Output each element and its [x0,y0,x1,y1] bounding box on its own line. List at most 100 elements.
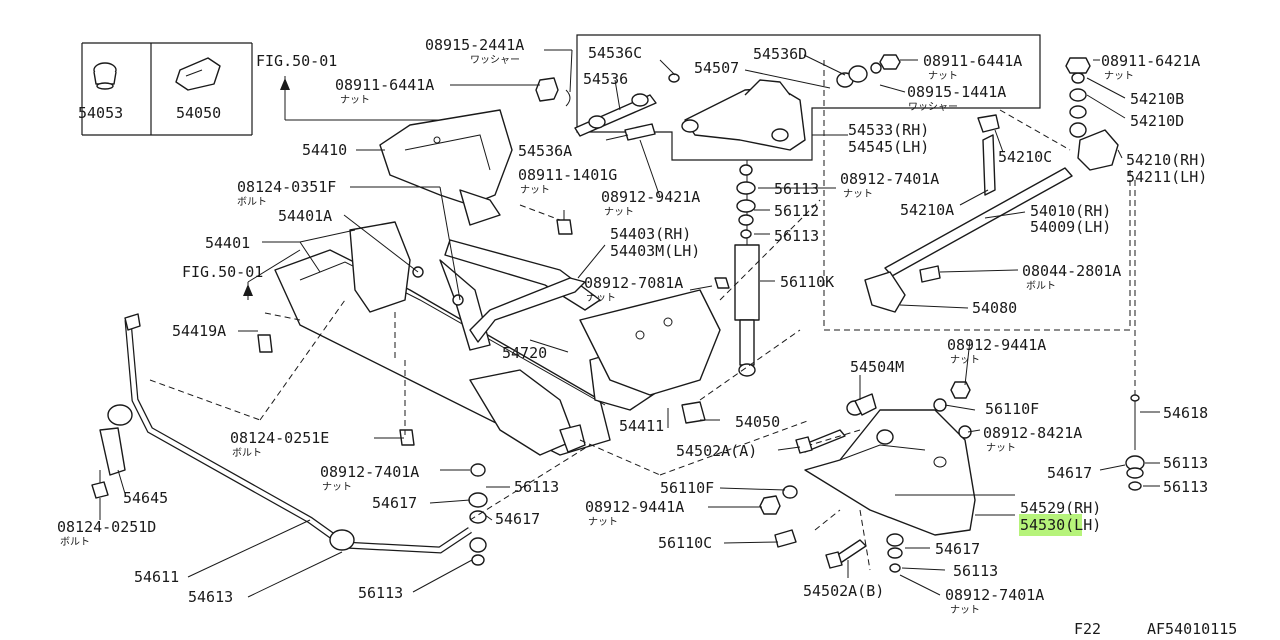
label-54533RH: 54533(RH) [848,121,929,139]
stabilizer-bushing-54613 [99,404,355,551]
inset-panel [81,42,253,136]
washer-08915-2441A [565,89,571,107]
footer-code: F22 [1074,620,1101,638]
bushing-54504M [846,393,877,416]
label-08912-9421A: 08912-9421A [601,188,700,206]
label-56110K: 56110K [780,273,834,291]
label-08912-8421A: 08912-8421A [983,424,1082,442]
label-washer-1: ワッシャー [470,55,520,66]
nut-08911-6441A [535,77,559,102]
label-54210C: 54210C [998,148,1052,166]
label-nut-b2: ナット [950,604,980,616]
fig-ref-1: FIG.50-01 [256,52,337,70]
tension-rod-54010 [884,57,1119,277]
label-56110F-right: 56110F [985,400,1039,418]
label-bolt-2: ボルト [1026,280,1056,292]
label-08044-2801A: 08044-2801A [1022,262,1121,280]
label-08124-0351F: 08124-0351F [237,178,336,196]
fig-ref-arrow-1 [280,76,445,121]
label-54419A: 54419A [172,322,226,340]
fig-ref-arrow-2 [243,249,301,300]
inset-label-54053: 54053 [78,104,123,122]
stabilizer-link-lower-right [886,533,904,573]
label-54410: 54410 [302,141,347,159]
label-08912-7401A-a: 08912-7401A [840,170,939,188]
label-54611: 54611 [134,568,179,586]
label-56110F-bottom: 56110F [660,479,714,497]
label-bolt-1: ボルト [237,196,267,208]
tension-rod-54403 [469,277,586,343]
label-08911-1401G: 08911-1401G [518,166,617,184]
bracket-54210A [977,114,1000,196]
assembly-dash-lines [149,60,1136,571]
label-08912-7401A-b: 08912-7401A [320,463,419,481]
label-54645: 54645 [123,489,168,507]
label-54210D: 54210D [1130,112,1184,130]
label-54080: 54080 [972,299,1017,317]
bracket-54080 [864,265,941,313]
label-nut-r3: ナット [950,354,980,366]
label-54720: 54720 [502,344,547,362]
label-54401A: 54401A [278,207,332,225]
label-54403MLH: 54403M(LH) [610,242,700,260]
label-nut-m1: ナット [520,184,550,196]
label-56113-d: 56113 [953,562,998,580]
lower-arm-54529 [804,409,976,536]
label-56112: 56112 [774,202,819,220]
label-56113-right-2: 56113 [1163,478,1208,496]
label-54536A: 54536A [518,142,572,160]
label-nut-b1: ナット [588,516,618,528]
label-56113-right-1: 56113 [1163,454,1208,472]
label-54502A-B: 54502A(B) [803,582,884,600]
label-54545LH: 54545(LH) [848,138,929,156]
label-56113-e: 56113 [358,584,403,602]
label-54536C: 54536C [588,44,642,62]
label-56113-b: 56113 [774,227,819,245]
mount-bracket-54410 [379,109,513,226]
label-nut-r4: ナット [986,442,1016,454]
label-08915-1441A: 08915-1441A [907,83,1006,101]
label-54536: 54536 [583,70,628,88]
label-54617-c: 54617 [935,540,980,558]
label-nut-m2: ナット [843,188,873,200]
shock-absorber-56110K [734,160,760,377]
bolt-08124-0251D [91,470,109,499]
label-nut-m3: ナット [604,206,634,218]
label-08124-0251E: 08124-0251E [230,429,329,447]
label-54617-right: 54617 [1047,464,1092,482]
label-08912-9441A-right: 08912-9441A [947,336,1046,354]
washers-lower-arm [759,381,972,548]
upper-arm-group-frame [576,34,1041,161]
label-54009LH: 54009(LH) [1030,218,1111,236]
lower-arm-bolt-54502A [795,429,867,569]
label-08912-9441A-bottom: 08912-9441A [585,498,684,516]
label-54613: 54613 [188,588,233,606]
label-54210B: 54210B [1130,90,1184,108]
label-08911-6421A: 08911-6421A [1101,52,1200,70]
label-washer-2: ワッシャー [908,102,958,113]
label-56113-c: 56113 [514,478,559,496]
clip-54053-icon [93,62,117,90]
fig-ref-2: FIG.50-01 [182,263,263,281]
inset-label-54050: 54050 [176,104,221,122]
frame-bolts [257,219,730,446]
label-54502A-A: 54502A(A) [676,442,757,460]
label-08911-6441A-left: 08911-6441A [335,76,434,94]
label-54411: 54411 [619,417,664,435]
upper-arm-54533 [681,79,806,151]
label-nut-l1: ナット [340,94,370,106]
bracket-54050-icon [175,57,221,91]
bushing-54507 [836,54,901,88]
label-bolt-3: ボルト [232,447,262,459]
label-08915-2441A: 08915-2441A [425,36,524,54]
label-nut-l2: ナット [322,481,352,493]
label-nut-m4: ナット [586,292,616,304]
crossmember-54401 [274,221,721,456]
label-54617-b: 54617 [495,510,540,528]
label-54050: 54050 [735,413,780,431]
footer-diagram-id: AF54010115 [1147,620,1237,638]
label-08911-6441A-right: 08911-6441A [923,52,1022,70]
label-54536D: 54536D [753,45,807,63]
label-56110C: 56110C [658,534,712,552]
